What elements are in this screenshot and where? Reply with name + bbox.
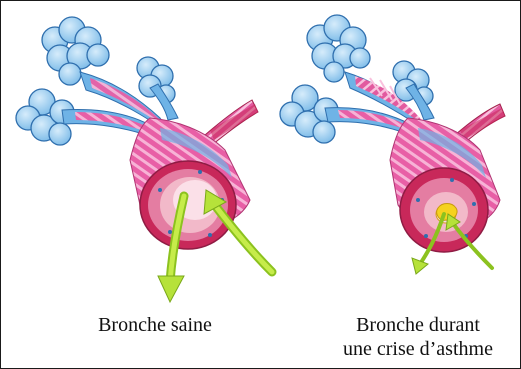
- caption-asthma: Bronche durant une crise d’asthme: [318, 313, 518, 361]
- caption-asthma-line1: Bronche durant: [318, 313, 518, 337]
- alveoli-cluster-top-left: [42, 17, 109, 85]
- alveoli-cluster-top-right: [307, 15, 370, 82]
- asthma-bronchus: [280, 15, 505, 274]
- caption-healthy: Bronche saine: [60, 313, 250, 337]
- caption-asthma-line2: une crise d’asthme: [318, 337, 518, 361]
- healthy-bronchus: [16, 17, 272, 302]
